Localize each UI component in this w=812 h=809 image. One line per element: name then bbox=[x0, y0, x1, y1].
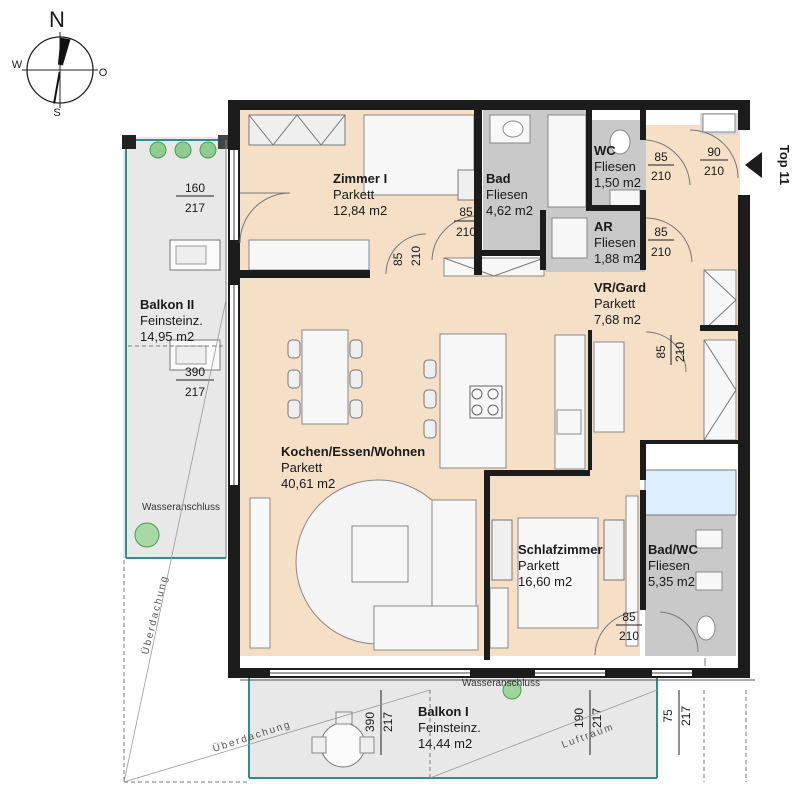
dim-door-wc-h: 210 bbox=[651, 169, 671, 183]
dim-door-entry-h: 210 bbox=[704, 164, 724, 178]
room-balkon2-name: Balkon II bbox=[140, 297, 194, 312]
dim-win-b2-top-w: 160 bbox=[185, 181, 205, 195]
dim-door-ar-w: 85 bbox=[654, 225, 668, 239]
room-wc-area: 1,50 m2 bbox=[594, 175, 641, 190]
dim-door-vr-w: 85 bbox=[654, 345, 668, 359]
dim-win-b2-top-h: 217 bbox=[185, 201, 205, 215]
compass-north: N bbox=[49, 7, 65, 32]
room-zimmer1-area: 12,84 m2 bbox=[333, 203, 387, 218]
dim-door-schlaf-w: 85 bbox=[622, 610, 636, 624]
room-schlaf-floor: Parkett bbox=[518, 558, 560, 573]
room-labels: Zimmer I Parkett 12,84 m2 Bad Fliesen 4,… bbox=[281, 143, 698, 589]
room-balkon1-area: 14,44 m2 bbox=[418, 736, 472, 751]
dim-win-b2-bottom-h: 217 bbox=[185, 385, 205, 399]
room-schlaf-area: 16,60 m2 bbox=[518, 574, 572, 589]
room-vr-name: VR/Gard bbox=[594, 280, 646, 295]
room-ar-name: AR bbox=[594, 219, 613, 234]
compass-west: W bbox=[12, 59, 23, 71]
window-lines bbox=[233, 150, 692, 674]
balcony-2: 160 217 390 217 Balkon II Feinsteinz. 14… bbox=[122, 135, 230, 656]
dim-win-b2-bottom-w: 390 bbox=[185, 365, 205, 379]
dim-win-b1-right-w: 75 bbox=[661, 709, 675, 723]
dim-win-b1-left-h: 217 bbox=[381, 712, 395, 732]
room-ar-floor: Fliesen bbox=[594, 235, 636, 250]
compass: N W O S bbox=[12, 7, 108, 119]
room-balkon2-floor: Feinsteinz. bbox=[140, 313, 203, 328]
room-ar-area: 1,88 m2 bbox=[594, 251, 641, 266]
dim-door-bad-w: 85 bbox=[459, 205, 473, 219]
room-bad-floor: Fliesen bbox=[486, 187, 528, 202]
room-zimmer1-name: Zimmer I bbox=[333, 171, 387, 186]
water-connection-bottom: Wasseranschluss bbox=[462, 678, 540, 689]
compass-east: O bbox=[99, 67, 108, 79]
canopy-outline bbox=[123, 299, 747, 783]
dim-win-b1-right-h: 217 bbox=[679, 706, 693, 726]
dim-door-zimmer1-h: 210 bbox=[409, 246, 423, 266]
room-badwc-floor: Fliesen bbox=[648, 558, 690, 573]
room-wc-floor: Fliesen bbox=[594, 159, 636, 174]
compass-south: S bbox=[53, 107, 60, 119]
room-kochen-area: 40,61 m2 bbox=[281, 476, 335, 491]
doors bbox=[239, 129, 739, 666]
room-badwc-name: Bad/WC bbox=[648, 542, 698, 557]
dim-win-b1-left-w: 390 bbox=[363, 712, 377, 732]
furniture bbox=[248, 113, 737, 651]
room-wc-name: WC bbox=[594, 143, 616, 158]
room-bad-name: Bad bbox=[486, 171, 511, 186]
dim-door-ar-h: 210 bbox=[651, 245, 671, 259]
dim-door-zimmer1-w: 85 bbox=[391, 252, 405, 266]
room-zimmer1-floor: Parkett bbox=[333, 187, 375, 202]
dim-door-vr-h: 210 bbox=[673, 342, 687, 362]
water-connection-left: Wasseranschluss bbox=[142, 502, 220, 513]
dim-win-b1-mid-w: 190 bbox=[572, 708, 586, 728]
room-balkon1-floor: Feinsteinz. bbox=[418, 720, 481, 735]
dim-door-wc-w: 85 bbox=[654, 150, 668, 164]
room-balkon1-name: Balkon I bbox=[418, 704, 469, 719]
balcony-1: 390 217 190 217 75 217 Balkon I Feinstei… bbox=[211, 678, 755, 779]
room-schlaf-name: Schlafzimmer bbox=[518, 542, 603, 557]
room-kochen-name: Kochen/Essen/Wohnen bbox=[281, 444, 425, 459]
room-vr-floor: Parkett bbox=[594, 296, 636, 311]
dim-door-bad-h: 210 bbox=[456, 225, 476, 239]
unit-label: Top 11 bbox=[777, 145, 792, 185]
door-dimensions: 85 210 85 210 85 210 90 210 85 210 85 21… bbox=[391, 145, 728, 643]
entry-marker: Top 11 bbox=[745, 145, 792, 185]
room-bad-area: 4,62 m2 bbox=[486, 203, 533, 218]
dim-door-entry-w: 90 bbox=[707, 145, 721, 159]
room-badwc-area: 5,35 m2 bbox=[648, 574, 695, 589]
room-kochen-floor: Parkett bbox=[281, 460, 323, 475]
dim-door-schlaf-h: 210 bbox=[619, 629, 639, 643]
room-vr-area: 7,68 m2 bbox=[594, 312, 641, 327]
canopy-label-left: Überdachung bbox=[139, 573, 170, 656]
room-balkon2-area: 14,95 m2 bbox=[140, 329, 194, 344]
dim-win-b1-mid-h: 217 bbox=[590, 708, 604, 728]
